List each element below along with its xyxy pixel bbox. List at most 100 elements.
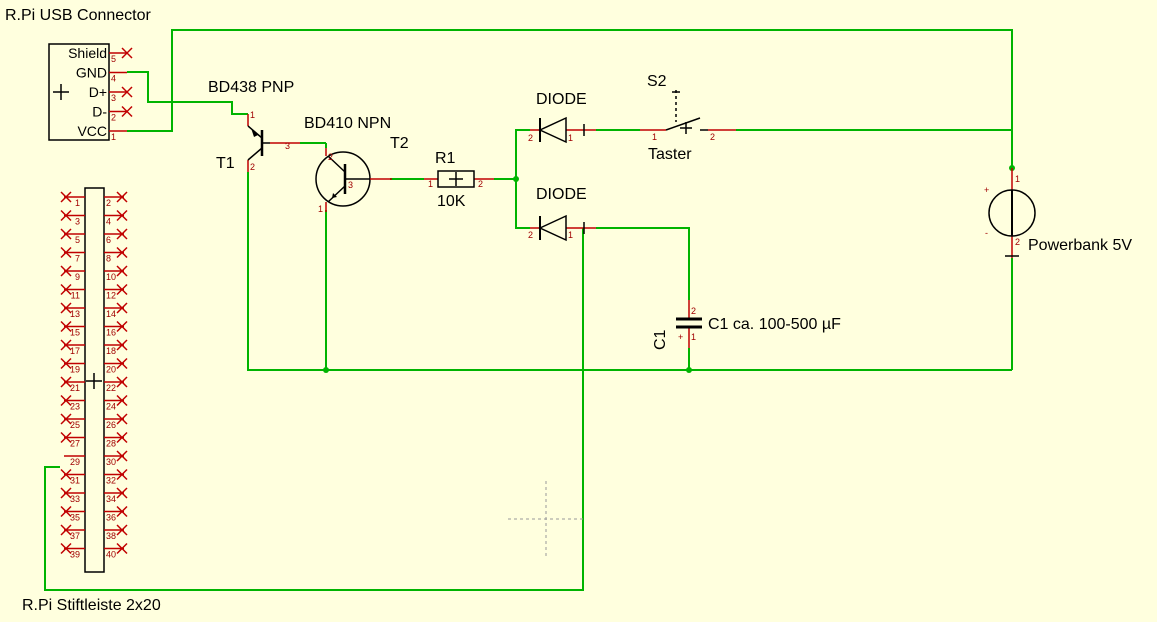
header-pin-number-left: 11 (71, 291, 80, 301)
header-pin-number-right: 28 (106, 439, 116, 449)
c1-label: C1 ca. 100-500 µF (708, 316, 841, 333)
header-pin-nc-left-x2 (60, 487, 72, 499)
t1-type: BD438 PNP (208, 79, 294, 96)
header-pin-number-left: 15 (70, 328, 80, 338)
header-pin-nc-right-x2 (116, 265, 128, 277)
header-pin-number-left: 1 (75, 198, 80, 208)
header-pin-number-left: 25 (70, 420, 80, 430)
t1-ref: T1 (216, 155, 235, 172)
usb-pin-name: D- (92, 104, 107, 120)
s2-pin1: 1 (652, 132, 657, 142)
header-pin-number-left: 13 (70, 309, 80, 319)
d1-label: DIODE (536, 91, 587, 108)
header-pin-nc-right-x2 (116, 357, 128, 370)
usb-pin-number: 3 (111, 93, 116, 103)
t2-type: BD410 NPN (304, 115, 391, 132)
header-pin-number-left: 7 (75, 254, 80, 264)
t2-pin3: 3 (348, 180, 353, 190)
header-pin-nc-right-x2 (116, 505, 128, 518)
header-pin-number-left: 29 (70, 457, 80, 467)
header-pin-number-right: 6 (106, 235, 111, 245)
header-pin-nc-left-x2 (60, 302, 72, 314)
usb-pin-nc-x2 (121, 105, 133, 118)
r1-body (437, 170, 475, 188)
header-pin-number-right: 12 (106, 291, 116, 301)
usb-pin-nc-x2 (121, 86, 133, 98)
wire-d2-c1 (596, 227, 690, 300)
header-pin-nc-left-x2 (60, 339, 72, 351)
header-pin-number-right: 24 (106, 402, 116, 412)
cursor-crosshair (508, 481, 584, 557)
t2-collector-leg (327, 155, 346, 173)
wire-t1-collector (247, 172, 1012, 371)
header-pin-number-left: 37 (70, 531, 80, 541)
r1-pin2: 2 (478, 179, 483, 189)
header-pin-nc-left-x2 (60, 191, 72, 203)
header-pin-number-right: 30 (106, 457, 116, 467)
s2-lever (665, 117, 701, 131)
header-body (84, 187, 105, 573)
header-pin-nc-right-x2 (116, 283, 128, 296)
t1-pin2: 2 (250, 162, 255, 172)
t2-pin1: 1 (318, 204, 323, 214)
header-pin-number-right: 16 (106, 328, 116, 338)
header-pin-number-left: 19 (70, 365, 80, 375)
header-pin-number-right: 36 (106, 513, 116, 523)
switch-s2: S2 Taster 1 2 (640, 73, 736, 163)
usb-title: R.Pi USB Connector (5, 7, 152, 24)
s2-label: Taster (648, 146, 692, 163)
header-pin-number-left: 23 (70, 402, 80, 412)
header-pin-number-right: 2 (106, 198, 111, 208)
header-pin-nc-left-x2 (60, 394, 72, 407)
header-pin-nc-right-x2 (116, 524, 128, 536)
d2-pin2: 2 (528, 230, 533, 240)
header-pin-number-left: 27 (70, 439, 80, 449)
header-pin-number-right: 8 (106, 254, 111, 264)
r1-value: 10K (437, 193, 466, 210)
pb-pin2: 2 (1015, 237, 1020, 247)
usb-pin-name: D+ (89, 84, 107, 100)
header-pin-nc-right-x2 (116, 468, 128, 481)
d1-pin1: 1 (568, 133, 573, 143)
header-pin-nc-left-x2 (60, 431, 72, 444)
t1-collector-leg (247, 147, 263, 161)
header-pin-number-left: 21 (70, 383, 80, 393)
header-pin-nc-right-x2 (116, 487, 128, 499)
pb-plus: + (984, 185, 989, 195)
header-pin-number-right: 34 (106, 494, 116, 504)
junction-r1 (513, 176, 519, 182)
usb-pin-number: 2 (111, 113, 116, 123)
t1-pin1: 1 (250, 110, 255, 120)
pb-label: Powerbank 5V (1028, 237, 1132, 254)
t2-pin2: 2 (328, 152, 333, 162)
transistor-t1: BD438 PNP T1 1 2 3 (208, 79, 300, 172)
header-pin-number-right: 10 (106, 272, 116, 282)
header-pin-number-left: 17 (70, 346, 80, 356)
d1-pin2: 2 (528, 133, 533, 143)
header-pin-nc-left-x2 (60, 320, 72, 333)
header-pin-nc-right-x2 (116, 450, 128, 462)
usb-pin-nc-x2 (121, 47, 133, 59)
junction-t2-gnd (323, 367, 329, 373)
usb-pin-number: 1 (111, 132, 116, 142)
header-pin-nc-left-x2 (60, 265, 72, 277)
header-pin-nc-left-x2 (60, 468, 72, 481)
t2-emitter-leg (327, 185, 346, 203)
header-pin-nc-right-x2 (116, 191, 128, 203)
pb-pin1: 1 (1015, 174, 1020, 184)
header-pin-nc-left-x2 (60, 283, 72, 296)
header-pin-number-left: 31 (70, 476, 80, 486)
header-pin-nc-right-x2 (116, 302, 128, 314)
header-pin-nc-right-x2 (116, 228, 128, 240)
header-pin-number-left: 39 (70, 550, 80, 560)
diode-d1: DIODE 2 1 (528, 91, 596, 144)
wire-vcc (127, 29, 1013, 168)
header-pin-nc-right-x2 (116, 542, 128, 555)
header-pin-nc-left-x2 (60, 376, 72, 388)
t1-arrow (251, 128, 258, 137)
resistor-r1: R1 10K 1 2 (424, 150, 494, 210)
c1-plus: + (678, 332, 683, 342)
header-pin-nc-left-x2 (60, 524, 72, 536)
